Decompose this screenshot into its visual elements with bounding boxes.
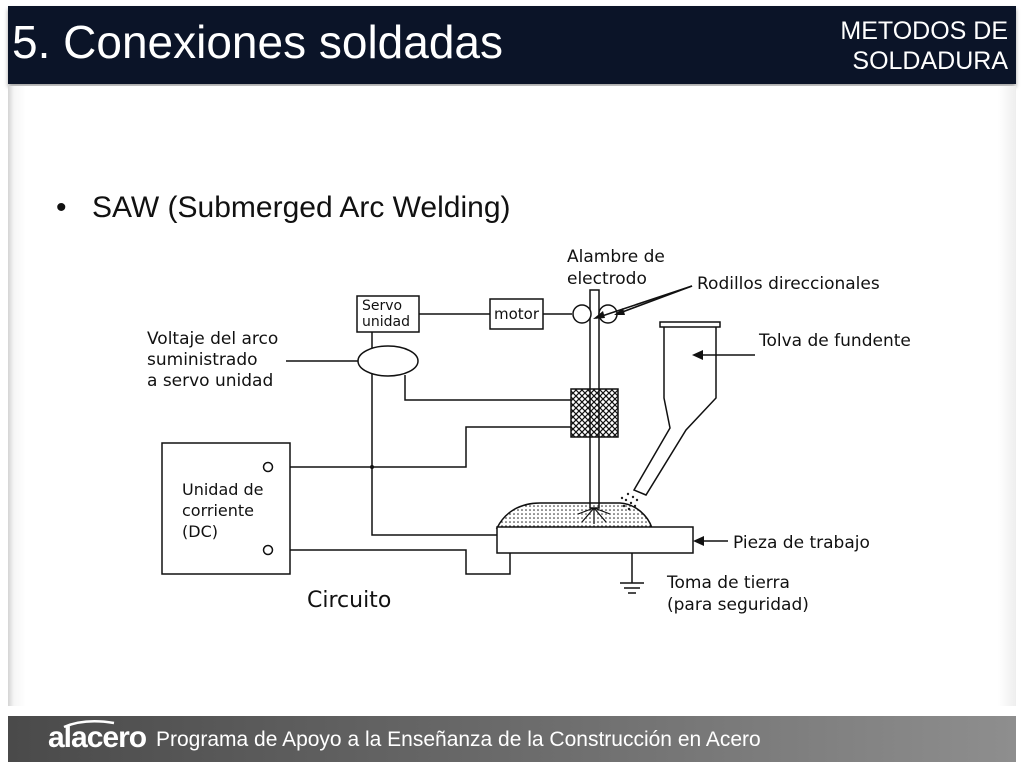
servo-label-line1: Servo — [362, 298, 402, 314]
ground-symbol — [620, 553, 644, 594]
motor-label: motor — [494, 305, 540, 323]
flux-pile — [495, 502, 654, 529]
label-toma-line2: (para seguridad) — [667, 595, 809, 615]
alacero-logo-swoosh-icon — [63, 720, 115, 728]
label-voltaje-line3: a servo unidad — [147, 371, 273, 391]
slide-header: 5. Conexiones soldadas METODOS DE SOLDAD… — [8, 6, 1016, 84]
label-alambre-line1: Alambre de — [567, 247, 665, 267]
junction-dot — [370, 465, 374, 469]
slide-content — [8, 86, 1016, 706]
dc-terminal-positive — [262, 461, 274, 473]
dc-terminal-negative — [262, 544, 274, 556]
bullet-item: • SAW (Submerged Arc Welding) — [56, 188, 511, 228]
label-alambre-line2: electrodo — [567, 269, 647, 289]
slide-title: 5. Conexiones soldadas — [12, 16, 503, 68]
motor-box — [489, 298, 544, 330]
label-rodillos: Rodillos direccionales — [697, 274, 880, 294]
label-pieza: Pieza de trabajo — [733, 533, 870, 553]
flux-hopper — [632, 325, 717, 496]
dc-label-line3: (DC) — [182, 522, 218, 541]
slide-footer: alacero Programa de Apoyo a la Enseñanza… — [8, 716, 1016, 762]
label-toma-line1: Toma de tierra — [666, 573, 790, 593]
servo-unit-box — [356, 295, 420, 333]
arrow-heads — [593, 308, 704, 546]
bullet-text: SAW (Submerged Arc Welding) — [92, 191, 511, 224]
label-voltaje-line1: Voltaje del arco — [147, 329, 278, 349]
label-tolva: Tolva de fundente — [758, 331, 911, 351]
section-label-line1: METODOS DE — [840, 17, 1008, 45]
section-label-line2: SOLDADURA — [852, 47, 1008, 75]
label-voltaje-line2: suministrado — [147, 350, 258, 370]
label-circuito: Circuito — [307, 588, 391, 613]
roller-left — [572, 304, 592, 324]
flux-hopper-rim — [659, 321, 721, 328]
voltage-sensor-ellipse — [357, 345, 419, 377]
section-label: METODOS DE SOLDADURA — [788, 16, 1008, 76]
alacero-logo: alacero — [48, 721, 147, 754]
bullet-symbol: • — [56, 191, 67, 224]
footer-program-text: Programa de Apoyo a la Enseñanza de la C… — [156, 728, 761, 751]
circuit-wires — [268, 313, 572, 575]
contact-tube — [570, 388, 619, 438]
dc-label-line2: corriente — [182, 501, 254, 520]
leader-lines — [595, 285, 755, 542]
arc-sparks — [577, 507, 611, 524]
servo-label-line2: unidad — [362, 314, 410, 330]
workpiece — [496, 526, 694, 554]
dc-label-line1: Unidad de — [182, 480, 264, 499]
